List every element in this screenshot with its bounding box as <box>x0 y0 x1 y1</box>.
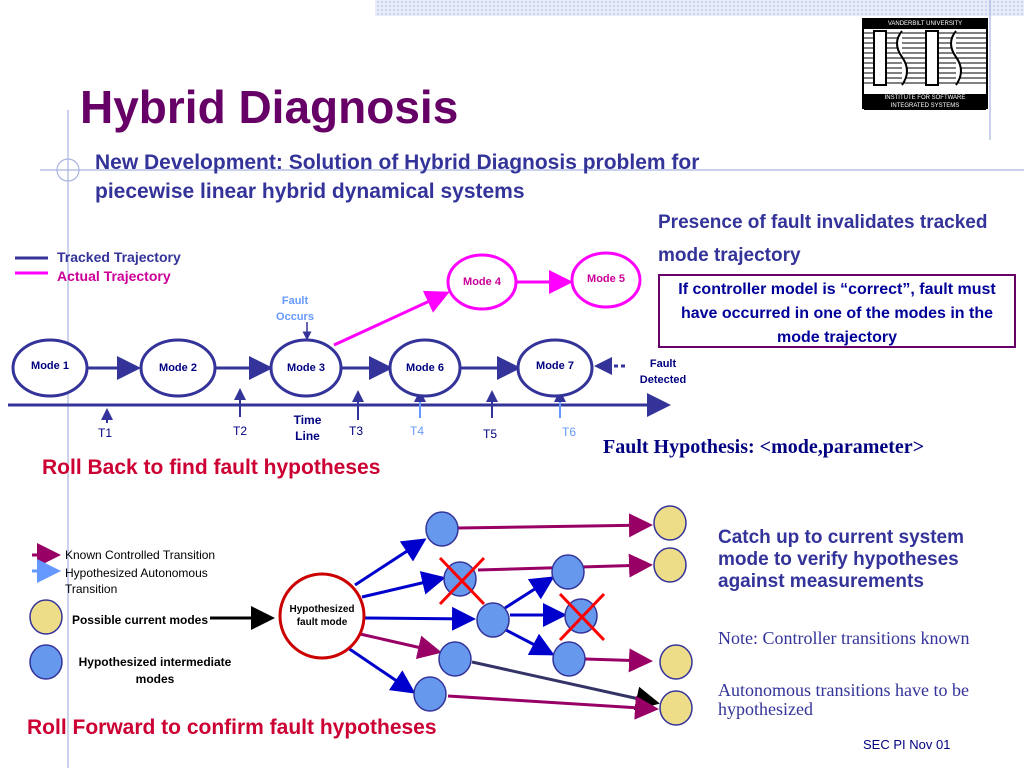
intermediate-mode-legend-circle <box>29 644 63 680</box>
catch-up-text: Catch up to current system mode to verif… <box>718 527 964 592</box>
mode-7-label: Mode 7 <box>536 360 574 372</box>
mode-2-node <box>139 338 217 398</box>
hypothesized-transition-legend: Hypothesized Autonomous Transition <box>65 566 208 596</box>
edge-hfm-n1 <box>354 538 427 587</box>
fault-occurs-label: Fault Occurs <box>276 295 314 323</box>
intermediate-node-4 <box>438 641 472 677</box>
rejected-x-mark-2 <box>558 592 606 642</box>
edge-n1-c1 <box>457 513 653 538</box>
edge-hfm-n3 <box>363 606 476 631</box>
mode-5-label: Mode 5 <box>587 273 625 285</box>
current-mode-node-2 <box>653 547 687 583</box>
mode-3-node <box>269 338 343 398</box>
presence-statement: Presence of fault invalidates tracked mo… <box>658 212 988 266</box>
known-transition-legend: Known Controlled Transition <box>65 548 216 562</box>
autonomous-note: Autonomous transitions have to be hypoth… <box>718 680 969 719</box>
mode-5-node <box>570 251 642 309</box>
mode-4-label: Mode 4 <box>463 276 501 288</box>
fault-detected-label: Fault Detected <box>639 358 687 386</box>
logo-bottom-text-2: INTEGRATED SYSTEMS <box>864 102 986 110</box>
rejected-x-mark-1 <box>438 556 486 606</box>
tracked-trajectory-legend: Tracked Trajectory <box>57 249 181 265</box>
logo-top-text: VANDERBILT UNIVERSITY <box>864 20 986 29</box>
logo-bottom-text-1: INSTITUTE FOR SOFTWARE <box>864 94 986 102</box>
edge-hfm-n4 <box>359 632 442 660</box>
footer-text: SEC PI Nov 01 <box>863 737 951 752</box>
slide-subtitle: New Development: Solution of Hybrid Diag… <box>95 151 700 203</box>
tick-t5-label: T5 <box>483 427 498 441</box>
current-mode-node-1 <box>653 505 687 541</box>
guide-circle <box>56 158 80 182</box>
tick-t4-label: T4 <box>410 424 425 438</box>
controller-model-box: If controller model is “correct”, fault … <box>658 274 1016 348</box>
edge-hfm-n2 <box>361 571 446 599</box>
current-mode-node-3 <box>659 644 693 680</box>
possible-modes-legend: Possible current modes <box>71 613 209 627</box>
intermediate-node-3 <box>476 602 510 638</box>
mode-3-label: Mode 3 <box>287 362 325 374</box>
edge-n3-n8 <box>503 627 555 656</box>
current-mode-node-4 <box>659 690 693 726</box>
edge-n8-c3 <box>584 648 653 673</box>
possible-mode-legend-circle <box>29 599 63 635</box>
mode-trajectory-diagram <box>8 251 671 423</box>
intermediate-node-1 <box>425 511 459 547</box>
slide-title: Hybrid Diagnosis <box>80 81 459 133</box>
top-band-pattern <box>375 0 1024 16</box>
tick-t2-label: T2 <box>233 424 248 438</box>
mode-6-label: Mode 6 <box>406 362 444 374</box>
controller-note: Note: Controller transitions known <box>718 628 970 648</box>
time-line-label: Time Line <box>293 413 322 443</box>
roll-forward-diagram <box>29 505 693 726</box>
edge-n3-n6 <box>504 576 555 610</box>
edge-n5-c4 <box>447 694 659 720</box>
intermediate-node-8 <box>552 641 586 677</box>
tick-t3-label: T3 <box>349 424 364 438</box>
logo-graphic <box>864 30 986 86</box>
mode-1-node <box>11 338 89 398</box>
mode-4-node <box>446 253 518 311</box>
hypothesized-fault-mode-label: Hypothesized fault mode <box>289 604 355 628</box>
mode-7-node <box>516 338 594 398</box>
hypothesized-fault-mode-node <box>278 572 366 660</box>
tick-t1-label: T1 <box>98 426 113 440</box>
fault-hypothesis-text: Fault Hypothesis: <mode,parameter> <box>603 436 925 458</box>
roll-back-heading: Roll Back to find fault hypotheses <box>42 456 381 479</box>
intermediate-node-6 <box>551 554 585 590</box>
mode-1-label: Mode 1 <box>31 360 69 372</box>
actual-trajectory-legend: Actual Trajectory <box>57 268 171 284</box>
mode-2-label: Mode 2 <box>159 362 197 374</box>
intermediate-node-5 <box>413 676 447 712</box>
mode-6-node <box>388 338 462 398</box>
tick-t6-label: T6 <box>562 425 577 439</box>
roll-forward-heading: Roll Forward to confirm fault hypotheses <box>27 716 437 739</box>
edge-hfm-n5 <box>347 646 416 694</box>
intermediate-modes-legend: Hypothesized intermediate modes <box>78 655 232 686</box>
isis-logo: VANDERBILT UNIVERSITY INSTITUTE FOR SOFT… <box>862 18 988 110</box>
transition-3-4 <box>333 290 450 347</box>
edge-n4-c4 <box>471 660 660 711</box>
